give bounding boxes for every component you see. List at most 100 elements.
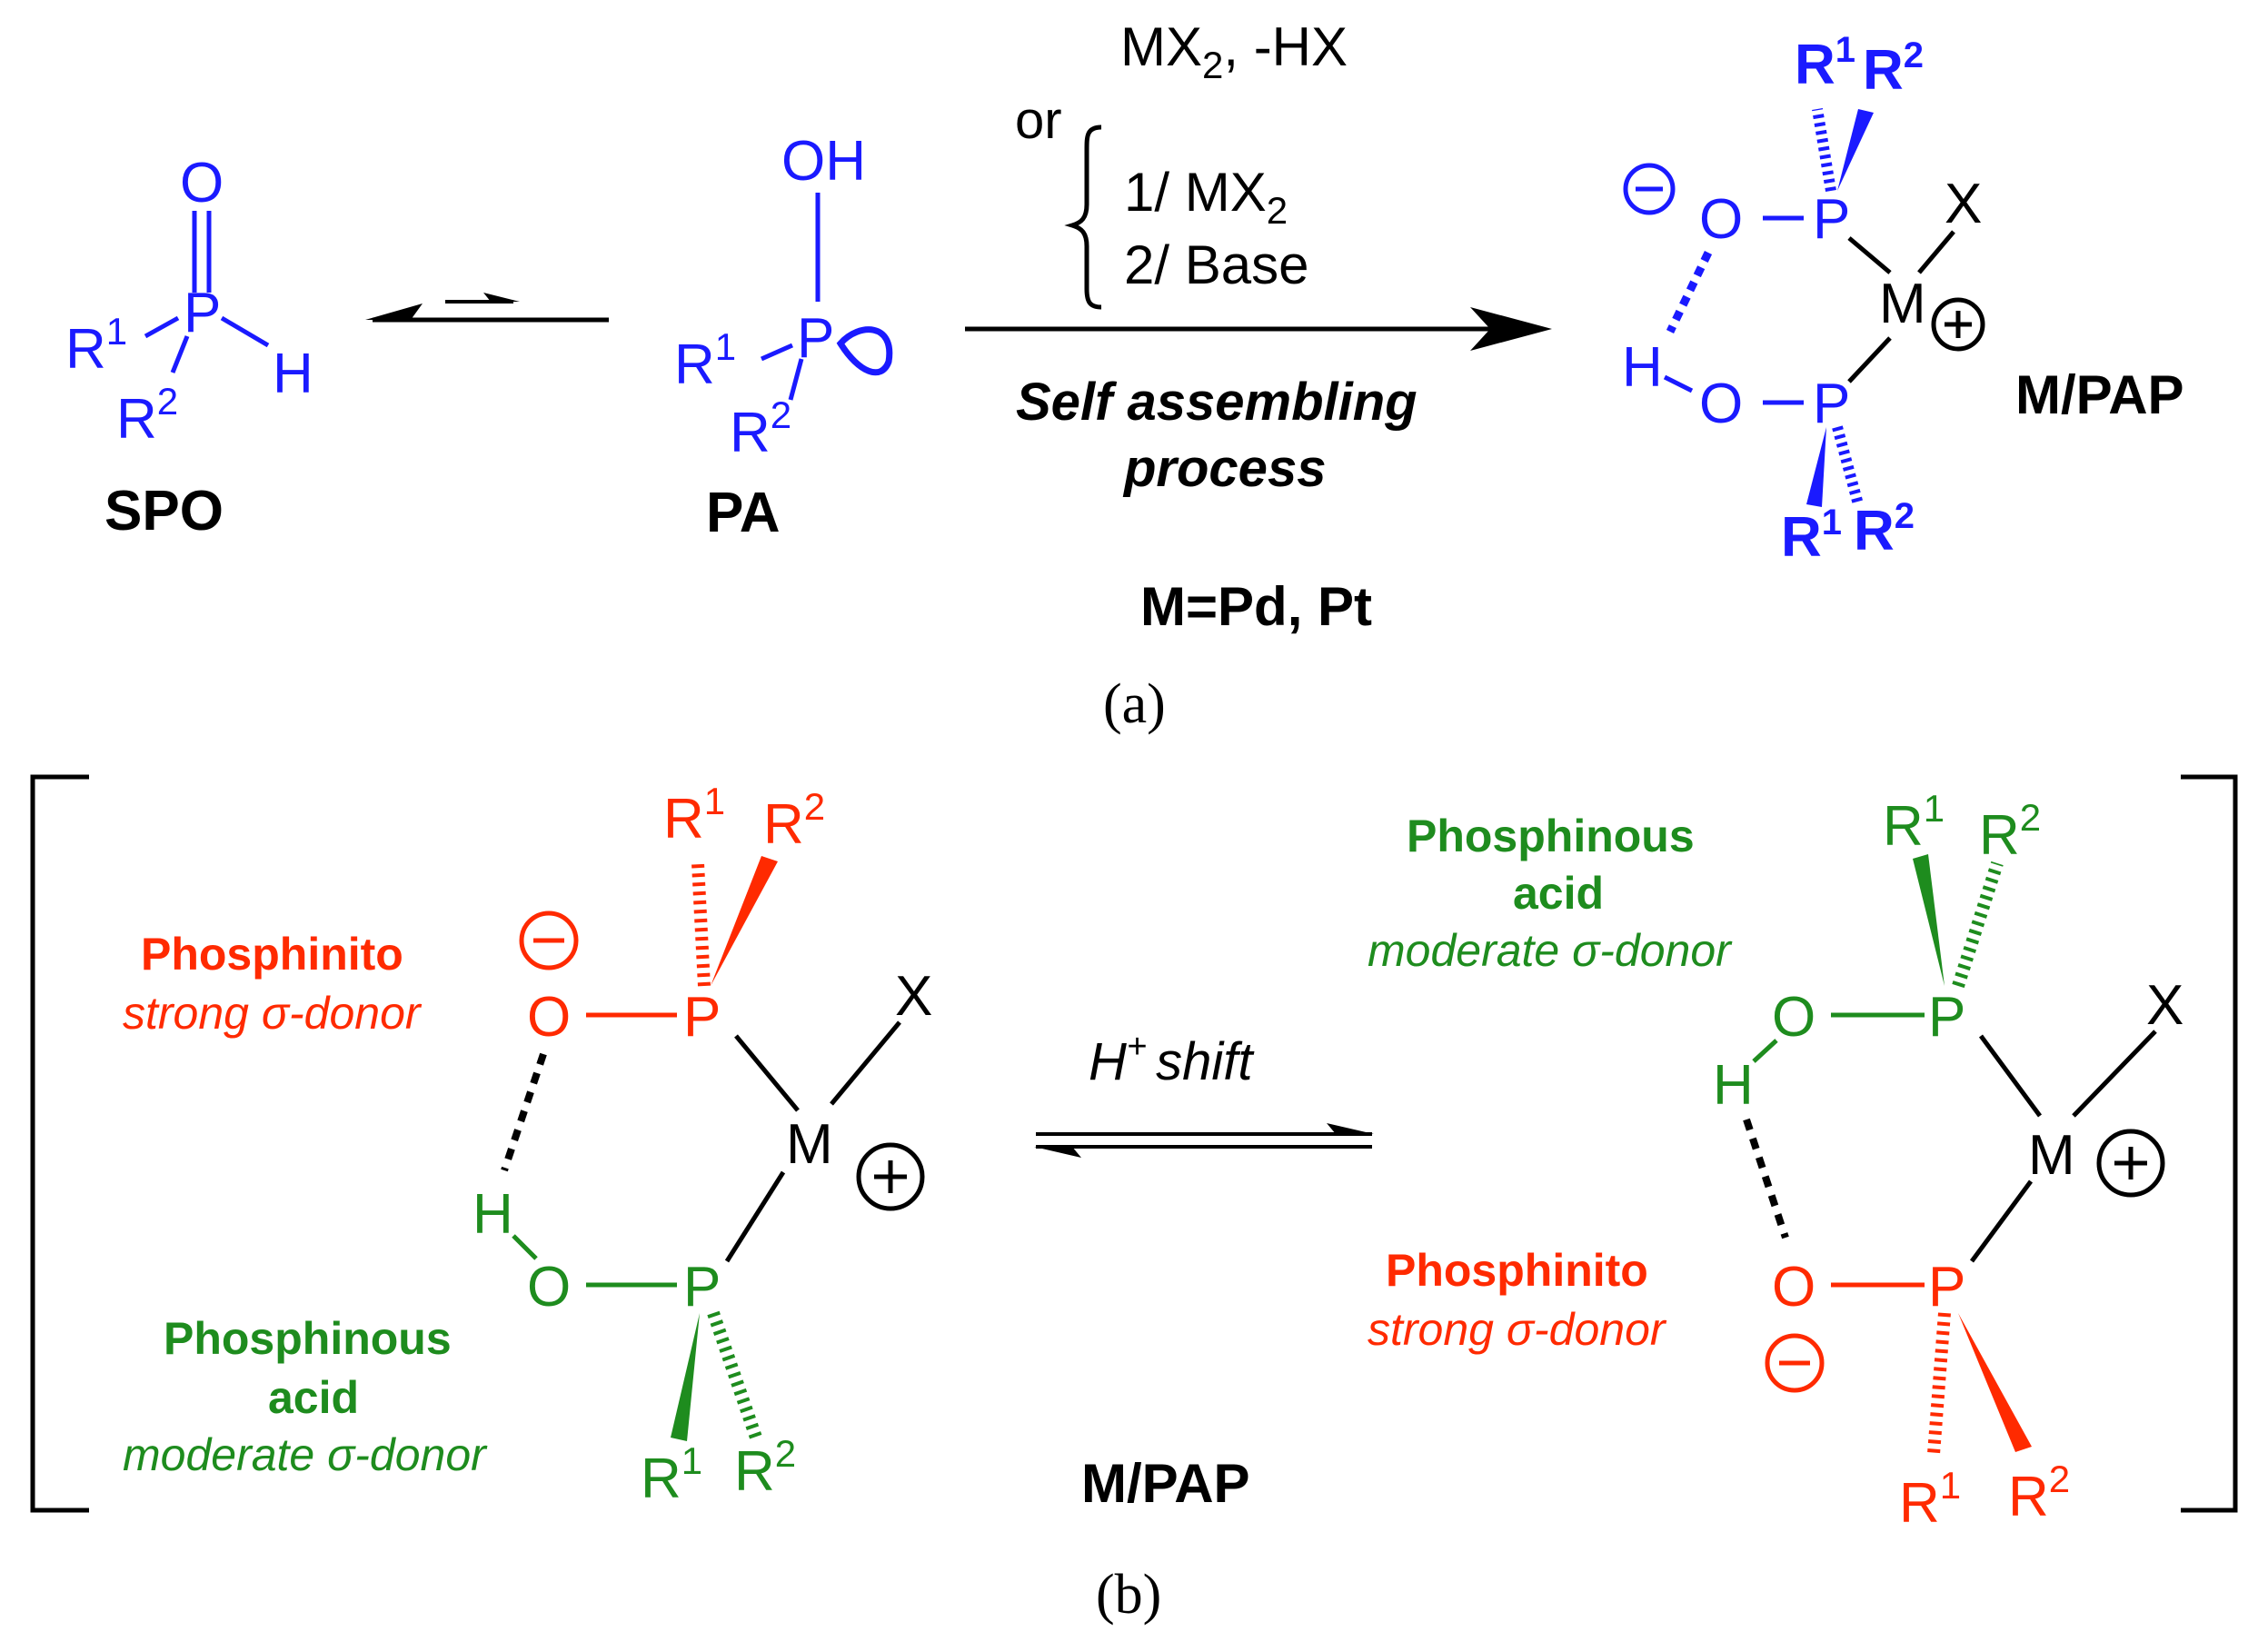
metal-identity: M=Pd, Pt	[1140, 576, 1372, 637]
left-m-x-bond	[830, 1020, 901, 1106]
left-h: H	[472, 1183, 513, 1246]
right-cation-charge-icon	[2096, 1129, 2165, 1198]
right-m: M	[2028, 1124, 2075, 1187]
left-complex: Phosphinito strong σ-donor O P R1 R2 H O	[123, 780, 932, 1510]
pa-r2-atom: R2	[730, 393, 791, 464]
left-h-o-bond	[512, 1234, 538, 1260]
right-p-bottom: P	[1928, 1256, 1965, 1319]
left-p-r2-hashed	[707, 1310, 762, 1440]
spo-r1-atom: R1	[65, 310, 127, 381]
shift-arrow-upper-head	[1327, 1123, 1374, 1134]
spo-h-atom: H	[273, 343, 313, 405]
h-o-bond	[1663, 374, 1694, 393]
right-x: X	[2146, 974, 2183, 1037]
left-p-m-bond-top	[734, 1034, 800, 1112]
p-r2-wedge-top	[1837, 109, 1874, 191]
condition-step-1: 1/ MX2	[1124, 162, 1288, 232]
right-r1-bottom: R1	[1899, 1464, 1961, 1535]
mpap-a-p-bottom: P	[1813, 373, 1850, 435]
right-p-m-bond-top	[1978, 1034, 2043, 1118]
m-x-bond	[1917, 230, 1955, 274]
pa-p-r1-bond	[760, 343, 794, 362]
left-bracket	[30, 774, 89, 1513]
right-m-x-bond	[2072, 1030, 2157, 1118]
right-o-top: O	[1772, 986, 1815, 1049]
mpap-a-label: M/PAP	[2015, 364, 2184, 425]
right-r2-top: R2	[1979, 796, 2041, 867]
left-o-top: O	[527, 986, 571, 1049]
proton-shift-equilibrium: H+shift	[1034, 1028, 1374, 1158]
right-o-bottom: O	[1772, 1256, 1815, 1319]
equilibrium-arrow-upper-head	[483, 293, 520, 302]
p-h-bond	[220, 315, 270, 348]
mpap-product-a: O P H O P R1 R2 R1 R2	[1622, 30, 1924, 569]
left-h-bond-dashed	[501, 1052, 547, 1172]
left-p-r2-wedge	[711, 856, 778, 986]
p-r1-hashed-top	[1812, 108, 1836, 192]
left-acid-label: acid	[268, 1372, 359, 1423]
left-o-bottom: O	[527, 1256, 571, 1319]
mpap-a-o-top: O	[1699, 188, 1743, 251]
right-bracket	[2181, 774, 2238, 1513]
panel-a-caption: (a)	[1103, 673, 1166, 735]
pa-label: PA	[706, 482, 781, 544]
right-complex: Phosphinous acid moderate σ-donor O P R1…	[1368, 787, 2183, 1535]
right-r1-top: R1	[1883, 787, 1945, 858]
left-strong-donor-label: strong σ-donor	[123, 988, 423, 1039]
right-anion-charge-icon	[1765, 1333, 1825, 1393]
right-strong-donor-label: strong σ-donor	[1368, 1304, 1667, 1355]
pa-r1-atom: R1	[674, 325, 736, 396]
right-phosphinous-label: Phosphinous	[1407, 811, 1695, 861]
reaction-conditions: MX2, -HX or 1/ MX2 2/ Base Self assembli…	[965, 16, 1552, 637]
mpap-a-r2-top: R2	[1863, 35, 1924, 102]
spo-p-atom: P	[184, 282, 221, 344]
mpap-a-o-bottom: O	[1699, 373, 1743, 435]
panel-b: Phosphinito strong σ-donor O P R1 R2 H O	[30, 774, 2238, 1626]
condition-step-2: 2/ Base	[1124, 234, 1308, 295]
left-metal-center: X M	[724, 965, 932, 1263]
anion-charge-icon	[1623, 163, 1676, 215]
equilibrium-arrow-lower-head	[365, 304, 423, 320]
mpap-a-h: H	[1622, 336, 1663, 399]
left-phosphinito-part: Phosphinito strong σ-donor O P R1 R2	[123, 780, 825, 1049]
reaction-arrow-head	[1470, 307, 1552, 351]
pa-oh-atom: OH	[781, 130, 866, 193]
right-h-o-bond	[1752, 1039, 1778, 1063]
or-text: or	[1015, 91, 1062, 150]
p-r1-wedge-bottom	[1806, 427, 1826, 507]
left-r1-top: R1	[663, 780, 725, 851]
left-p-r1-hashed	[691, 862, 711, 987]
left-phosphinous-label: Phosphinous	[164, 1313, 452, 1364]
right-h: H	[1713, 1054, 1754, 1117]
mpap-a-m: M	[1879, 273, 1926, 335]
spo-molecule: O P H R1 R2	[65, 152, 313, 451]
spo-o-atom: O	[180, 152, 224, 214]
lone-pair-icon	[836, 326, 893, 376]
h-bond-dashed	[1666, 251, 1713, 333]
reagent-line-1: MX2, -HX	[1120, 16, 1348, 86]
right-p-top: P	[1928, 986, 1965, 1049]
p-r2-bond	[170, 335, 190, 373]
process-line-1: Self assembling	[1016, 373, 1418, 432]
pa-p-atom: P	[797, 307, 834, 370]
right-moderate-donor-label: moderate σ-donor	[1368, 925, 1733, 976]
left-phosphinito-label: Phosphinito	[141, 929, 403, 980]
mpap-a-r2-bottom: R2	[1854, 496, 1915, 562]
p-m-bond-bottom	[1847, 336, 1892, 383]
right-p-r1-hashed	[1927, 1312, 1951, 1455]
p-m-bond-top	[1847, 236, 1892, 274]
left-moderate-donor-label: moderate σ-donor	[123, 1429, 488, 1480]
right-r2-bottom: R2	[2008, 1458, 2070, 1528]
left-p-r1-wedge	[671, 1313, 700, 1441]
spo-r2-atom: R2	[116, 380, 178, 451]
shift-arrow-lower-head	[1034, 1147, 1081, 1158]
cation-charge-icon	[1931, 297, 1985, 352]
right-phosphinous-part: Phosphinous acid moderate σ-donor O P R1…	[1368, 787, 2041, 1117]
spo-label: SPO	[104, 480, 224, 542]
proton-shift-label: H+shift	[1089, 1028, 1255, 1091]
right-p-m-bond-bottom	[1969, 1179, 2034, 1263]
mpap-a-x: X	[1945, 173, 1982, 235]
process-line-2: process	[1122, 439, 1326, 498]
